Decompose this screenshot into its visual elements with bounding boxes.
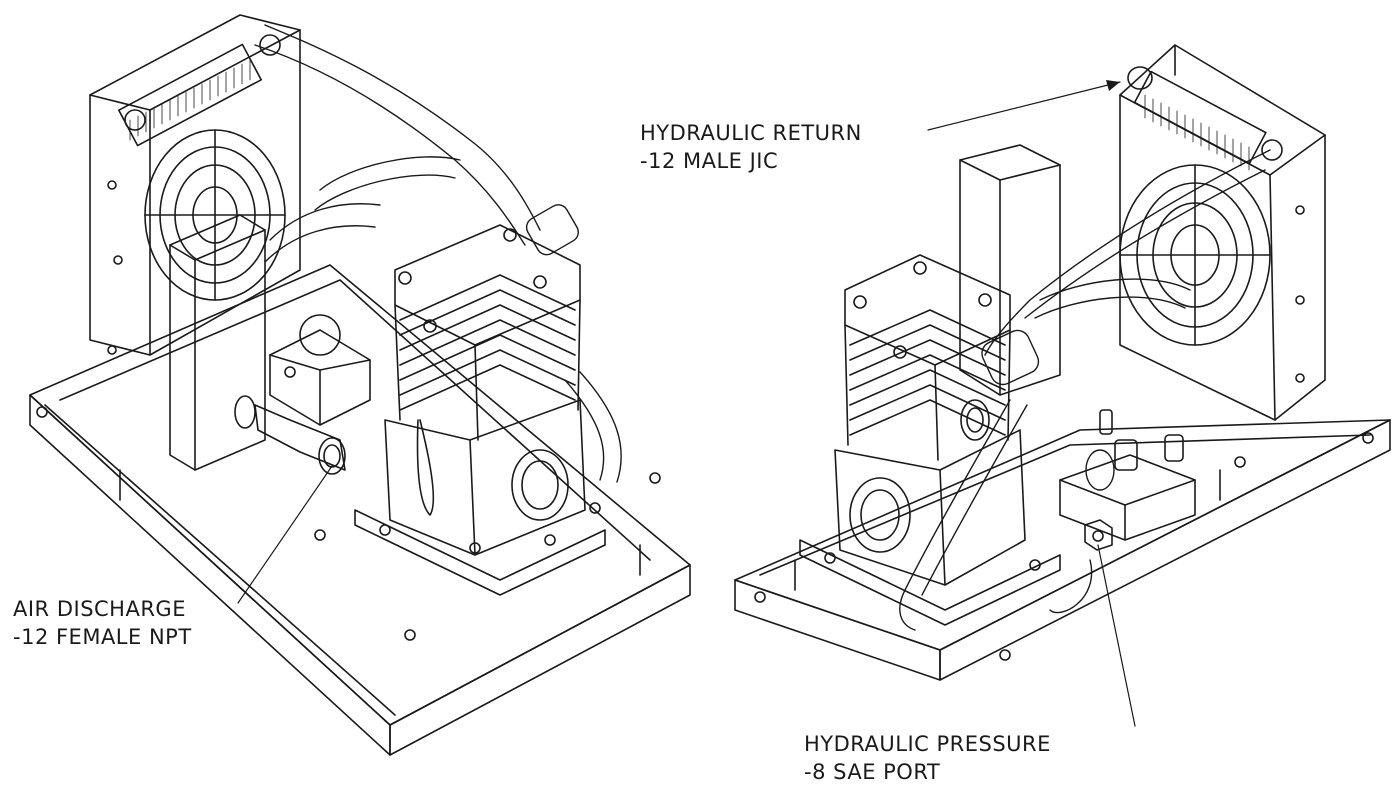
hydraulic-return-fitting [1127,66,1153,90]
left-compressor-head [394,224,581,441]
hydraulic-return-callout: HYDRAULIC RETURN -12 MALE JIC [640,119,862,175]
hydraulic-return-arrowhead [1106,80,1120,91]
right-valve-block [1059,409,1196,551]
left-base-frame [29,264,691,756]
left-discharge-block [234,314,371,475]
left-oil-cooler [89,14,301,356]
left-filter-box [169,214,266,471]
air-discharge-callout: AIR DISCHARGE -12 FEMALE NPT [13,595,192,651]
right-compressor-head [844,254,1011,461]
hydraulic-pressure-label: HYDRAULIC PRESSURE [804,732,1051,756]
hydraulic-return-label: HYDRAULIC RETURN [640,121,862,145]
air-discharge-leader [237,465,333,604]
right-oil-cooler [1119,44,1326,421]
hydraulic-pressure-spec: -8 SAE PORT [804,760,941,784]
hydraulic-return-leader [927,81,1121,131]
left-compressor-unit [29,14,691,756]
hydraulic-pressure-leader [1097,544,1136,727]
right-compressor-unit [734,44,1391,727]
right-filter-box [959,144,1061,396]
left-fan-guard [144,129,286,301]
left-hoses [254,24,622,483]
air-discharge-spec: -12 FEMALE NPT [13,625,192,649]
right-fan-guard [1119,164,1271,346]
right-crankcase [799,399,1061,626]
air-discharge-label: AIR DISCHARGE [13,597,186,621]
left-crankcase [354,399,606,596]
hydraulic-return-spec: -12 MALE JIC [640,149,779,173]
hydraulic-pressure-callout: HYDRAULIC PRESSURE -8 SAE PORT [804,730,1051,786]
right-base-frame [734,419,1391,681]
